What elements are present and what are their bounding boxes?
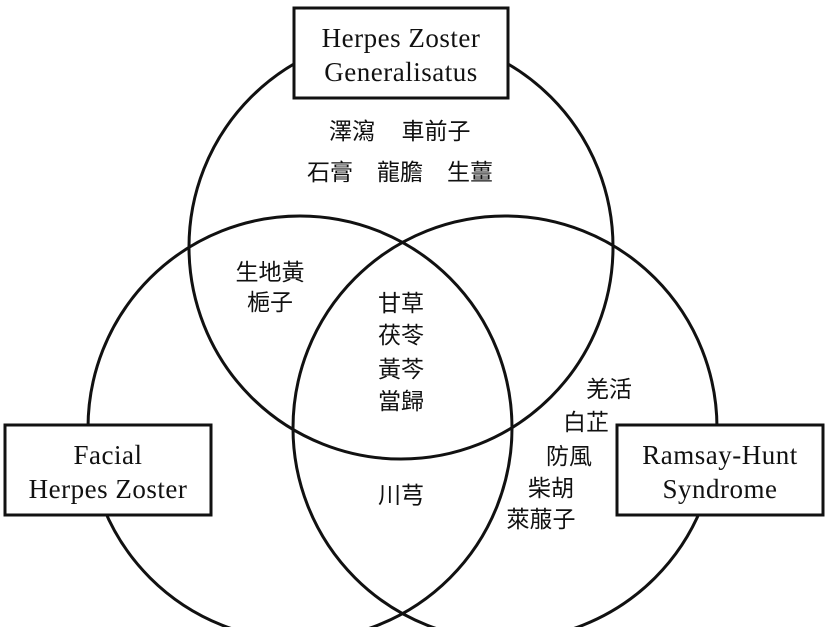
label-right-line-1: Ramsay-Hunt (642, 440, 797, 470)
label-box-facial-herpes-zoster: Facial Herpes Zoster (3, 423, 213, 517)
herb-text: 車前子 (402, 119, 471, 145)
herb-text: 羌活 (586, 377, 632, 403)
region-top-only: 澤瀉 車前子 石膏 龍膽 生薑 (307, 119, 493, 186)
region-left-right: 川芎 (378, 483, 424, 509)
herb-text: 防風 (546, 444, 592, 470)
label-top-line-2: Generalisatus (324, 57, 477, 87)
label-left-line-2: Herpes Zoster (29, 474, 188, 504)
circle-ramsay-hunt-syndrome (291, 214, 719, 627)
label-left-line-1: Facial (74, 440, 143, 470)
herb-text: 澤瀉 (329, 119, 375, 145)
herb-text: 梔子 (247, 290, 293, 316)
herb-text: 川芎 (378, 483, 424, 509)
herb-text: 石膏 (307, 160, 353, 186)
label-box-herpes-zoster-generalisatus: Herpes Zoster Generalisatus (292, 6, 510, 100)
herb-text: 當歸 (378, 389, 424, 415)
herb-text: 生薑 (447, 160, 493, 186)
region-center: 甘草 茯苓 黃芩 當歸 (378, 291, 424, 415)
herb-text: 茯苓 (378, 323, 424, 349)
herb-text: 甘草 (378, 291, 424, 317)
region-right-only: 羌活 白芷 防風 柴胡 萊菔子 (507, 377, 633, 533)
herb-text: 龍膽 (377, 160, 423, 186)
herb-text: 生地黃 (236, 260, 305, 286)
label-top-line-1: Herpes Zoster (322, 23, 481, 53)
herb-text: 萊菔子 (507, 507, 576, 533)
label-right-line-2: Syndrome (663, 474, 778, 504)
herb-text: 黃芩 (378, 357, 424, 383)
herb-text: 白芷 (563, 410, 609, 436)
herb-text: 柴胡 (528, 476, 574, 502)
region-top-left: 生地黃 梔子 (236, 260, 305, 316)
label-box-ramsay-hunt-syndrome: Ramsay-Hunt Syndrome (615, 423, 825, 517)
